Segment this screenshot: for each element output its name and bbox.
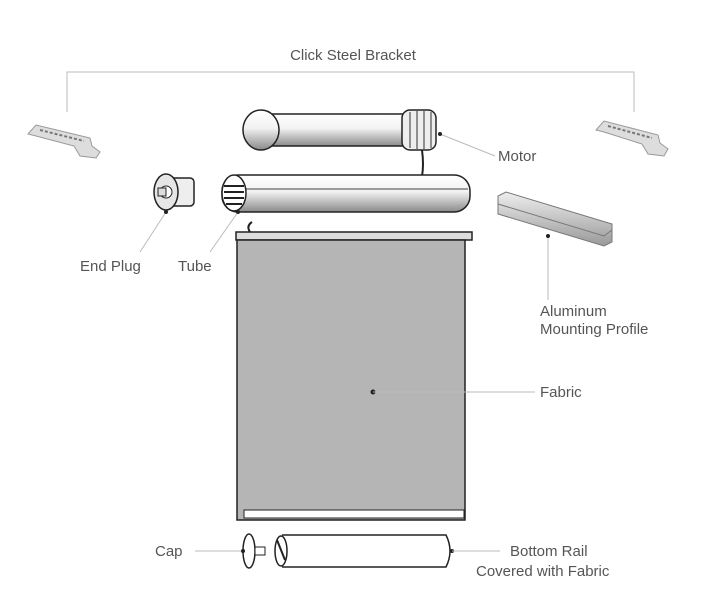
label-cap: Cap	[155, 543, 183, 560]
tube	[221, 174, 471, 213]
motor-cable	[421, 149, 424, 177]
label-click-steel-bracket: Click Steel Bracket	[290, 47, 417, 64]
label-aluminum: Aluminum	[540, 303, 607, 320]
label-end-plug: End Plug	[80, 258, 141, 275]
cap	[241, 533, 266, 569]
label-motor: Motor	[498, 148, 536, 165]
label-fabric: Fabric	[540, 384, 582, 401]
label-mounting-profile: Mounting Profile	[540, 321, 648, 338]
motor	[242, 109, 437, 177]
label-bottom-rail: Bottom Rail	[510, 543, 588, 560]
fabric	[235, 221, 473, 521]
end-plug	[153, 173, 195, 211]
label-covered-with-fabric: Covered with Fabric	[476, 563, 610, 580]
right-bracket	[595, 120, 669, 157]
aluminum-mounting-profile	[497, 191, 613, 247]
label-tube: Tube	[178, 258, 212, 275]
left-bracket	[27, 124, 101, 159]
bottom-rail	[274, 534, 451, 568]
bracket-leader-line	[66, 71, 635, 112]
